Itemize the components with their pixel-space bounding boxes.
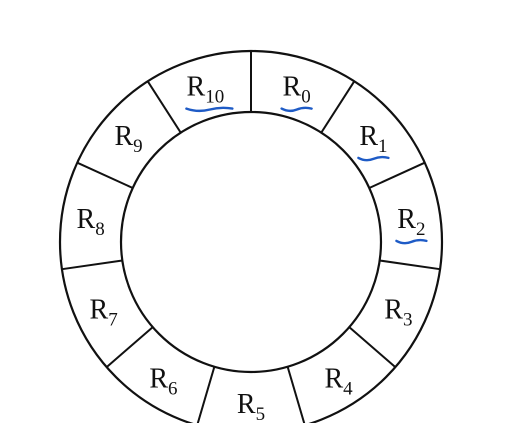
sector-label-index: 8 — [95, 219, 105, 240]
sector-label-r5: R5 — [237, 389, 265, 423]
sector-label-index: 2 — [416, 219, 426, 240]
sector-label-r8: R8 — [77, 204, 105, 240]
sector-label-index: 9 — [133, 136, 143, 157]
sector-label-base: R — [237, 389, 256, 420]
sector-label-r1: R1 — [359, 121, 387, 157]
sector-divider — [76, 161, 134, 189]
sector-label-index: 0 — [301, 87, 311, 108]
sector-label-base: R — [187, 72, 206, 103]
sector-label-r2: R2 — [397, 204, 425, 240]
sector-label-index: 5 — [256, 404, 266, 423]
ring-annotations — [185, 106, 428, 245]
underline-annotation-r1 — [357, 155, 390, 162]
sector-label-base: R — [324, 363, 343, 394]
sector-label-r3: R3 — [384, 294, 412, 330]
sector-label-r9: R9 — [114, 121, 142, 157]
sector-divider — [105, 326, 154, 368]
sector-divider — [368, 161, 426, 189]
sector-label-r4: R4 — [324, 363, 353, 399]
sector-divider — [348, 326, 397, 368]
sector-divider — [61, 259, 123, 271]
sector-label-base: R — [283, 72, 302, 103]
sector-label-r10: R10 — [187, 72, 225, 108]
sector-label-index: 4 — [343, 378, 353, 399]
sector-label-base: R — [114, 121, 133, 152]
sector-label-index: 6 — [168, 378, 178, 399]
sector-label-index: 10 — [205, 87, 224, 108]
sector-label-base: R — [359, 121, 378, 152]
sector-label-r6: R6 — [149, 363, 177, 399]
sector-label-r7: R7 — [90, 294, 118, 330]
underline-annotation-r10 — [185, 106, 234, 113]
sector-label-r0: R0 — [283, 72, 311, 108]
sector-label-index: 7 — [108, 309, 118, 330]
sector-label-base: R — [90, 294, 109, 325]
ring-shapes — [58, 49, 444, 423]
sector-divider — [146, 80, 182, 134]
sector-divider — [286, 366, 306, 423]
sector-label-index: 1 — [378, 136, 388, 157]
underline-annotation-r0 — [280, 106, 313, 113]
inner-circle — [119, 110, 383, 374]
sector-label-base: R — [77, 204, 96, 235]
sector-divider — [196, 366, 216, 423]
sector-label-index: 3 — [403, 309, 413, 330]
underline-annotation-r2 — [395, 238, 428, 245]
sector-label-base: R — [397, 204, 416, 235]
sector-divider — [379, 259, 441, 271]
sector-label-base: R — [149, 363, 168, 394]
sector-divider — [320, 80, 356, 134]
sector-label-base: R — [384, 294, 403, 325]
